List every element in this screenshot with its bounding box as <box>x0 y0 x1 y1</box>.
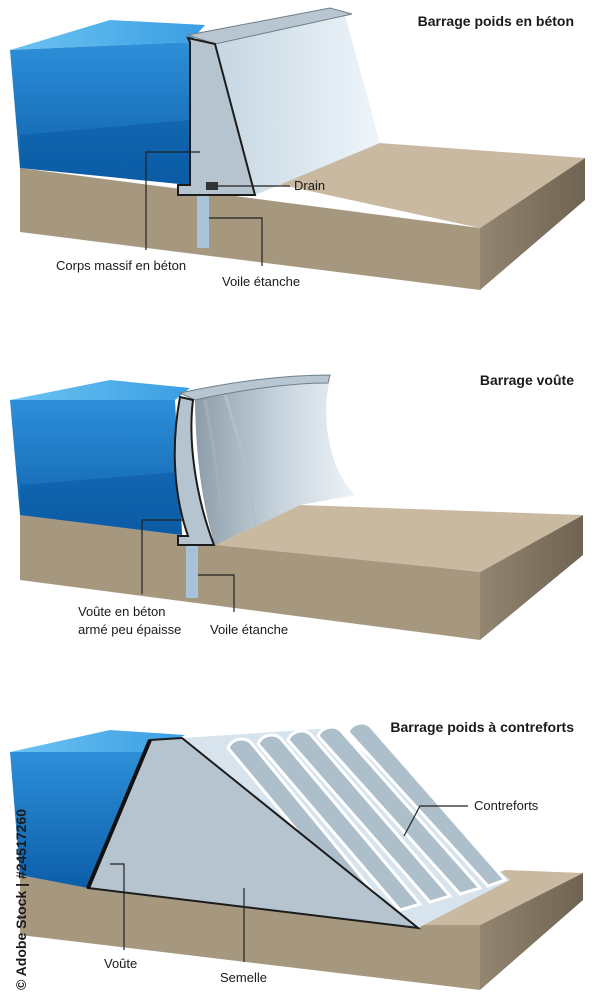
ground-right-face <box>480 158 585 290</box>
title-gravity: Barrage poids en béton <box>418 13 574 29</box>
leader-vault <box>110 863 125 950</box>
panel-gravity-dam: Barrage poids en béton Drain Corps massi… <box>10 7 585 290</box>
drain-box <box>206 182 218 190</box>
leader-body <box>145 151 200 250</box>
dam-downstream-face <box>215 15 380 195</box>
ground-front-face <box>20 515 480 640</box>
label-vault: Voûte <box>104 956 137 971</box>
arch-cross-section <box>173 395 216 546</box>
water-front <box>10 752 150 888</box>
label-body: Corps massif en béton <box>56 258 186 273</box>
water-top <box>10 730 185 752</box>
leader-curtain <box>209 217 263 266</box>
ground-top-face <box>250 143 585 228</box>
arch-downstream-face <box>195 377 355 545</box>
leader-curtain <box>198 574 235 612</box>
ground-top-face <box>215 505 583 572</box>
ground-front-face <box>20 875 480 990</box>
water-top <box>10 20 205 50</box>
ground-top-face <box>410 870 583 925</box>
water-top <box>10 380 190 400</box>
grout-curtain <box>186 546 198 598</box>
title-arch: Barrage voûte <box>480 372 574 388</box>
panel-buttress-dam: Barrage poids à contreforts Contreforts … <box>10 719 583 990</box>
ground-right-face <box>480 873 583 990</box>
water-depth-shade <box>20 120 190 185</box>
arch-crest <box>178 374 331 401</box>
arch-ring-2 <box>223 394 257 526</box>
arch-ring-1 <box>203 399 227 541</box>
ground-front-face <box>20 168 480 290</box>
stock-watermark: © Adobe Stock | #24517260 <box>13 809 29 990</box>
label-sole: Semelle <box>220 970 267 985</box>
title-buttress: Barrage poids à contreforts <box>390 719 574 735</box>
label-vault-line2: armé peu épaisse <box>78 622 181 637</box>
ground-right-face <box>480 515 583 640</box>
panel-arch-dam: Barrage voûte Voûte en béton armé peu ép… <box>10 372 583 640</box>
upstream-face-vault <box>86 739 152 889</box>
label-vault-line1: Voûte en béton <box>78 604 165 619</box>
water-depth-shade <box>20 472 182 535</box>
label-buttresses: Contreforts <box>474 798 539 813</box>
leader-vault <box>141 519 183 594</box>
buttress-ribs <box>226 721 508 920</box>
grout-curtain <box>197 196 209 248</box>
label-drain: Drain <box>294 178 325 193</box>
dam-cross-section <box>177 36 257 196</box>
label-curtain: Voile étanche <box>210 622 288 637</box>
label-curtain: Voile étanche <box>222 274 300 289</box>
leader-buttresses <box>403 805 468 837</box>
